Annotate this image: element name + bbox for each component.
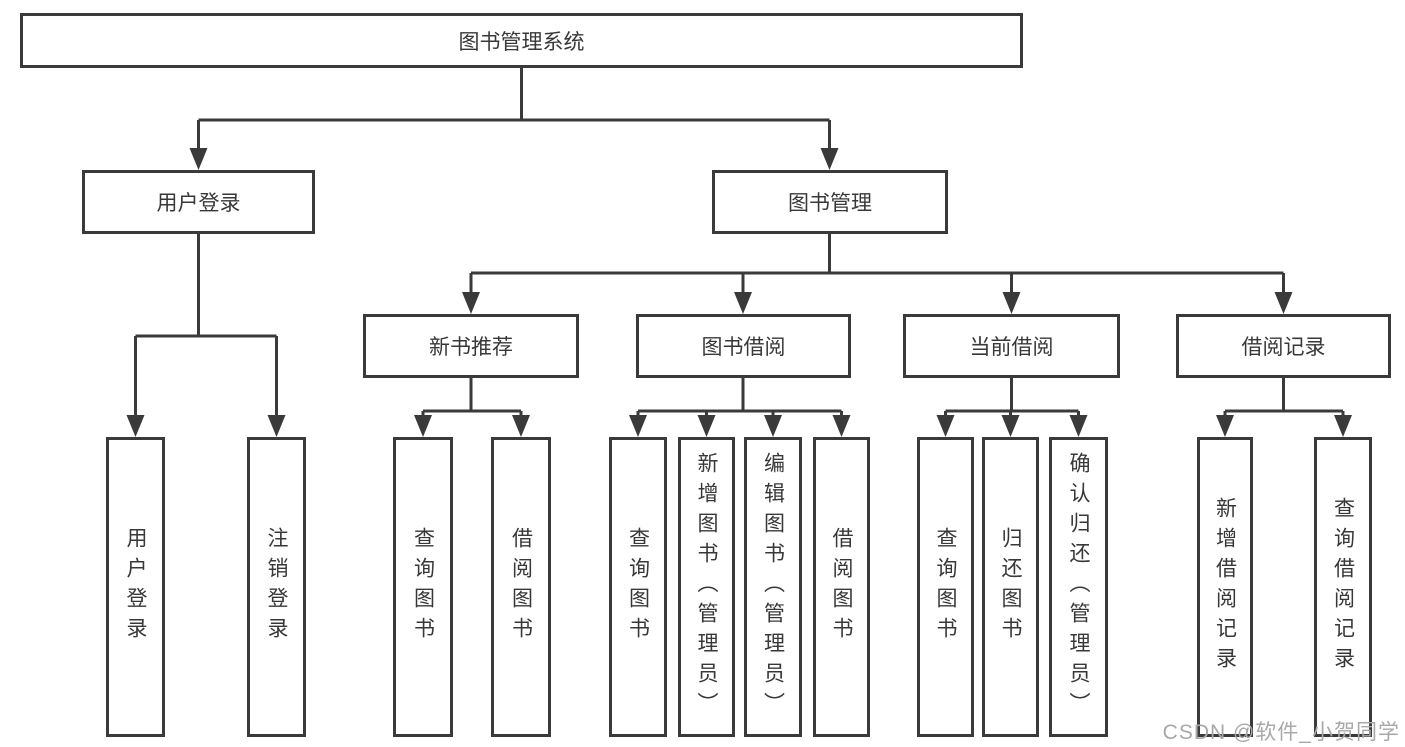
leaf-current-query-books-label: 查询图书 [934, 527, 957, 647]
leaf-newbook-query-books: 查询图书 [393, 437, 453, 737]
leaf-newbook-borrow-books: 借阅图书 [491, 437, 551, 737]
leaf-logout: 注销登录 [247, 437, 306, 737]
connector-borrow-to-leaves [636, 378, 843, 419]
arrowhead [267, 415, 286, 437]
leaf-current-return-books-label: 归还图书 [999, 527, 1022, 647]
connector-userlogin-to-leaves [134, 234, 278, 419]
leaf-borrow-query-books-label: 查询图书 [626, 527, 650, 647]
node-book-management: 图书管理 [712, 170, 948, 234]
leaf-records-add-record-label: 新增借阅记录 [1213, 497, 1237, 677]
arrowhead [512, 415, 530, 437]
arrowhead [1216, 415, 1234, 437]
leaf-records-add-record: 新增借阅记录 [1197, 437, 1253, 737]
leaf-borrow-add-books-admin: 新增图书（管理员） [678, 437, 735, 737]
node-current-borrow: 当前借阅 [903, 314, 1120, 378]
node-user-login-label: 用户登录 [156, 192, 241, 215]
connector-current-to-leaves [944, 378, 1080, 419]
arrowhead [734, 292, 752, 314]
node-root-label: 图书管理系统 [458, 30, 585, 54]
leaf-current-confirm-return-admin: 确认归还（管理员） [1049, 437, 1108, 737]
node-current-borrow-label: 当前借阅 [969, 336, 1054, 359]
leaf-newbook-borrow-books-label: 借阅图书 [509, 527, 533, 647]
arrowhead [629, 415, 647, 437]
node-book-borrow: 图书借阅 [636, 314, 851, 378]
leaf-records-query-record-label: 查询借阅记录 [1331, 497, 1355, 677]
leaf-current-return-books: 归还图书 [982, 437, 1039, 737]
connector-bookmgmt-to-level3 [469, 234, 1285, 296]
arrowhead [820, 148, 839, 170]
arrowhead [1274, 292, 1293, 314]
node-borrow-records-label: 借阅记录 [1241, 336, 1326, 359]
leaf-current-query-books: 查询图书 [917, 437, 974, 737]
node-root: 图书管理系统 [20, 13, 1023, 68]
arrowhead [697, 415, 716, 437]
node-book-management-label: 图书管理 [788, 192, 872, 215]
arrowhead [414, 415, 432, 437]
leaf-current-confirm-return-admin-label: 确认归还（管理员） [1067, 452, 1090, 722]
leaf-borrow-borrow-books-label: 借阅图书 [830, 527, 853, 647]
leaf-newbook-query-books-label: 查询图书 [411, 527, 435, 647]
leaf-borrow-query-books: 查询图书 [609, 437, 667, 737]
node-book-borrow-label: 图书借阅 [701, 336, 786, 359]
leaf-borrow-edit-books-admin: 编辑图书（管理员） [744, 437, 802, 737]
arrowhead [936, 415, 955, 437]
leaf-user-login-label: 用户登录 [124, 527, 147, 647]
leaf-borrow-borrow-books: 借阅图书 [813, 437, 870, 737]
connector-records-to-leaves [1223, 378, 1345, 419]
leaf-logout-label: 注销登录 [265, 527, 288, 647]
arrowhead [832, 415, 851, 437]
arrowhead [1334, 415, 1352, 437]
node-new-book-recommend: 新书推荐 [363, 314, 579, 378]
node-borrow-records: 借阅记录 [1176, 314, 1391, 378]
connector-newbook-to-leaves [421, 378, 523, 419]
arrowhead [126, 415, 145, 437]
arrowhead [1069, 415, 1088, 437]
leaf-user-login: 用户登录 [106, 437, 165, 737]
leaf-borrow-add-books-admin-label: 新增图书（管理员） [695, 452, 718, 722]
arrowhead [764, 415, 782, 437]
arrowhead [189, 148, 208, 170]
leaf-records-query-record: 查询借阅记录 [1314, 437, 1372, 737]
node-user-login: 用户登录 [82, 170, 315, 234]
arrowhead [1001, 415, 1020, 437]
leaf-borrow-edit-books-admin-label: 编辑图书（管理员） [761, 452, 785, 722]
node-new-book-recommend-label: 新书推荐 [429, 336, 513, 359]
arrowhead [1002, 292, 1021, 314]
arrowhead [462, 292, 480, 314]
connector-root-to-level2 [197, 68, 831, 152]
csdn-watermark: CSDN @软件_小贺同学 [1162, 721, 1400, 744]
